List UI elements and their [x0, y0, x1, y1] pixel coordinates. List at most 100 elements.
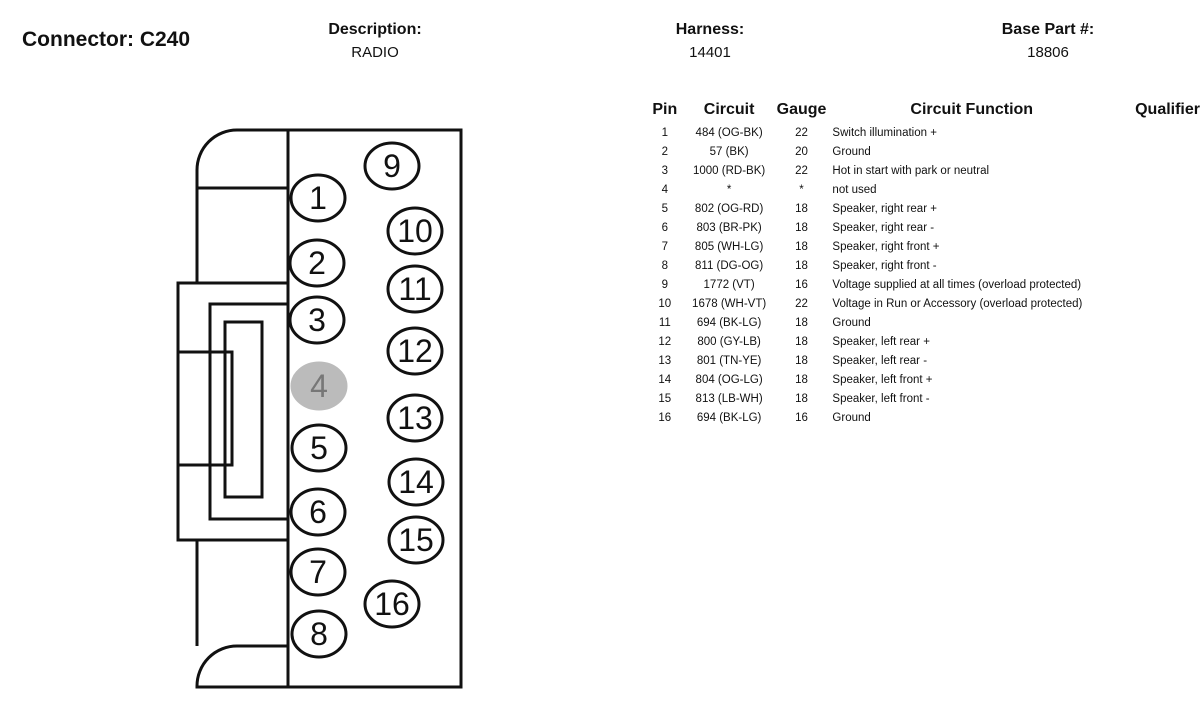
col-circuit-header: Circuit — [703, 101, 755, 118]
cell-pin: 9 — [661, 278, 668, 291]
cell-gauge: * — [799, 183, 804, 196]
col-pin-header: Pin — [652, 101, 678, 118]
cell-qualifier — [1111, 351, 1200, 370]
pin-number: 6 — [309, 494, 327, 530]
pin-number: 1 — [309, 180, 327, 216]
bottom-latch-lobe — [195, 644, 288, 689]
col-qualifier-header: Qualifier — [1135, 101, 1200, 118]
cell-circuit: 802 (OG-RD) — [694, 202, 764, 215]
cell-circuit: 1678 (WH-VT) — [692, 297, 767, 310]
cell-function: Hot in start with park or neutral — [832, 164, 990, 177]
cell-circuit: 800 (GY-LB) — [697, 335, 761, 348]
cell-function: Speaker, right front + — [832, 240, 940, 253]
cell-function: Voltage in Run or Accessory (overload pr… — [832, 297, 1083, 310]
cell-qualifier — [1111, 389, 1200, 408]
pin-11: 11 — [386, 264, 444, 314]
pin-number: 2 — [308, 245, 326, 281]
cell-circuit: 694 (BK-LG) — [696, 411, 762, 424]
cell-qualifier — [1111, 332, 1200, 351]
cell-gauge: 16 — [795, 411, 808, 424]
cell-function: Switch illumination + — [832, 126, 937, 139]
cell-circuit: 1772 (VT) — [703, 278, 755, 291]
cell-pin: 10 — [658, 297, 672, 310]
cell-function: Speaker, left front + — [832, 373, 933, 386]
cell-qualifier — [1111, 370, 1200, 389]
cell-gauge: 16 — [795, 278, 808, 291]
cell-function: Speaker, right rear + — [832, 202, 937, 215]
pin-number: 7 — [309, 554, 327, 590]
pin-6: 6 — [289, 487, 347, 537]
cell-circuit: 484 (OG-BK) — [695, 126, 763, 139]
pin-13: 13 — [386, 393, 444, 443]
cell-circuit: 803 (BR-PK) — [696, 221, 762, 234]
pin-circle — [387, 457, 445, 507]
harness-value: 14401 — [689, 44, 731, 61]
pin-circle — [386, 264, 444, 314]
cell-gauge: 18 — [795, 335, 808, 348]
cell-qualifier — [1111, 408, 1200, 427]
table-row: 9 1772 (VT) 16 Voltage supplied at all time… — [648, 275, 1200, 294]
cell-circuit: 57 (BK) — [709, 145, 749, 158]
cell-circuit: 694 (BK-LG) — [696, 316, 762, 329]
cell-gauge: 20 — [795, 145, 808, 158]
pin-circle — [363, 141, 421, 191]
pin-circle — [289, 547, 347, 597]
cell-qualifier — [1111, 237, 1200, 256]
cell-gauge: 22 — [795, 126, 808, 139]
cell-qualifier — [1111, 199, 1200, 218]
pin-number: 12 — [397, 333, 433, 369]
description-label: Description: — [328, 21, 422, 38]
cell-gauge: 18 — [795, 259, 808, 272]
cell-circuit: * — [726, 183, 732, 196]
cell-pin: 14 — [658, 373, 672, 386]
harness-label: Harness: — [675, 21, 745, 38]
description-value: RADIO — [351, 44, 399, 61]
cell-circuit: 811 (DG-OG) — [695, 259, 764, 272]
cell-pin: 7 — [661, 240, 668, 253]
cell-gauge: 18 — [795, 316, 808, 329]
harness-block: Harness: 14401 — [650, 21, 770, 61]
cell-function: Speaker, left rear - — [832, 354, 928, 367]
cell-function: not used — [832, 183, 877, 196]
cell-gauge: 22 — [795, 297, 808, 310]
table-row: 6 803 (BR-PK) 18 Speaker, right rear - — [648, 218, 1200, 237]
cell-function: Ground — [832, 145, 871, 158]
cell-pin: 13 — [658, 354, 672, 367]
pin-number: 13 — [397, 400, 433, 436]
pin-1: 1 — [289, 173, 347, 223]
cell-gauge: 18 — [795, 221, 808, 234]
cell-function: Speaker, right rear - — [832, 221, 935, 234]
top-latch-lobe — [195, 128, 288, 190]
pin-circle — [386, 393, 444, 443]
pin-circle — [290, 609, 348, 659]
pin-circle — [363, 579, 421, 629]
cell-qualifier — [1111, 180, 1200, 199]
pin-16: 16 — [363, 579, 421, 629]
cell-pin: 8 — [661, 259, 668, 272]
cell-circuit: 801 (TN-YE) — [696, 354, 762, 367]
pin-number: 5 — [310, 430, 328, 466]
cell-pin: 2 — [661, 145, 668, 158]
pin-number: 4 — [310, 368, 328, 404]
cell-pin: 6 — [661, 221, 668, 234]
cell-circuit: 805 (WH-LG) — [694, 240, 764, 253]
pin-circle — [290, 423, 348, 473]
cell-function: Voltage supplied at all times (overload … — [832, 278, 1082, 291]
table-row: 2 57 (BK) 20 Ground — [648, 142, 1200, 161]
pin-number: 8 — [310, 616, 328, 652]
pin-14: 14 — [387, 457, 445, 507]
pin-number: 10 — [397, 213, 433, 249]
cell-gauge: 22 — [795, 164, 808, 177]
connector-outline — [176, 128, 463, 689]
table-row: 4**not used — [648, 180, 1200, 199]
pin-7: 7 — [289, 547, 347, 597]
pin-number: 14 — [398, 464, 434, 500]
cell-pin: 15 — [658, 392, 672, 405]
lock-tab-slot — [223, 320, 264, 499]
cell-pin: 3 — [661, 164, 668, 177]
